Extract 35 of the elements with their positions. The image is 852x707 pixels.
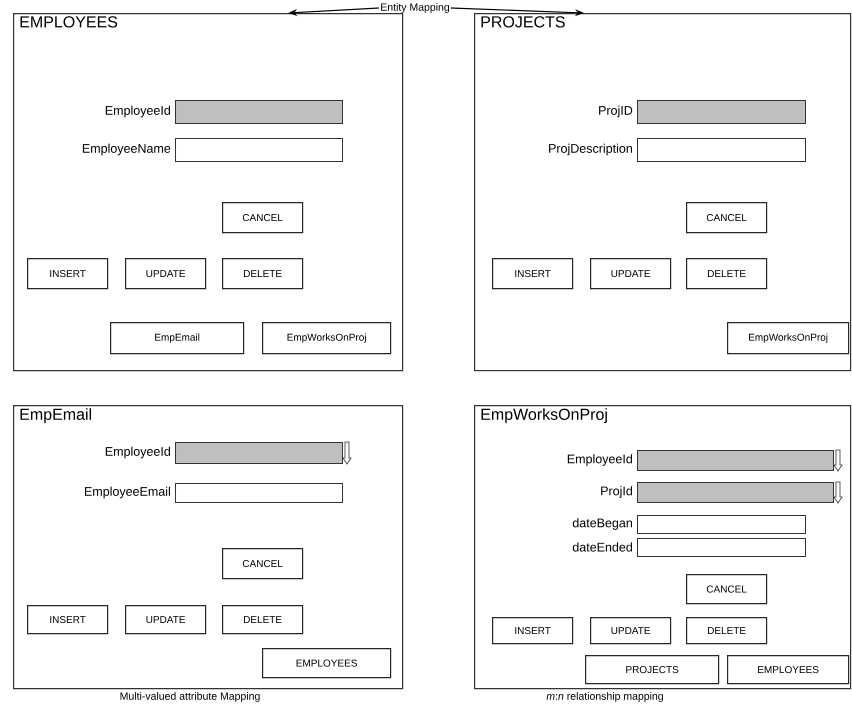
button: DELETE (686, 617, 768, 644)
button: UPDATE (125, 258, 206, 290)
button: CANCEL (686, 202, 768, 234)
caption: Multi-valued attribute Mapping (120, 692, 260, 702)
button: INSERT (27, 605, 108, 634)
caption: m:n relationship mapping (546, 692, 663, 702)
heading-text: Entity Mapping (381, 3, 450, 13)
button: UPDATE (590, 258, 672, 290)
field-label: EmployeeId (106, 446, 170, 458)
button: EmpWorksOnProj (262, 322, 392, 354)
field-label: dateBegan (572, 518, 632, 530)
button: UPDATE (125, 605, 206, 634)
field-label: ProjId (601, 486, 632, 498)
field-label: EmployeeEmail (84, 486, 170, 498)
button: EMPLOYEES (262, 648, 392, 678)
button: CANCEL (686, 574, 768, 604)
field-label: ProjID (599, 106, 632, 118)
button: UPDATE (590, 617, 672, 644)
button: PROJECTS (585, 655, 720, 684)
button: EmpWorksOnProj (727, 322, 850, 354)
button: DELETE (222, 258, 304, 290)
button: INSERT (492, 617, 574, 644)
field-label: EmployeeId (568, 454, 632, 466)
button: EMPLOYEES (727, 655, 850, 684)
button: EmpEmail (110, 322, 244, 354)
button: INSERT (27, 258, 108, 290)
field-label: EmployeeName (82, 144, 170, 156)
button: CANCEL (222, 548, 304, 580)
field-label: EmployeeId (106, 106, 170, 118)
field-label: ProjDescription (549, 144, 632, 156)
button: DELETE (222, 605, 304, 634)
button: DELETE (686, 258, 768, 290)
button: CANCEL (222, 202, 304, 234)
button: INSERT (492, 258, 574, 290)
field-label: dateEnded (572, 542, 632, 552)
